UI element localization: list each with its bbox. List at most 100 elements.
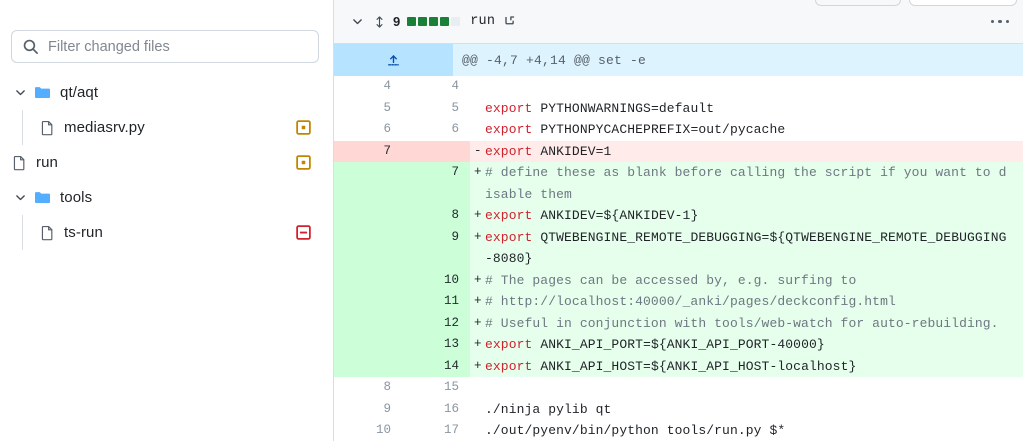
diff-panel: 9 run <box>333 0 1023 441</box>
code-line: ./out/pyenv/bin/python tools/run.py $* <box>484 420 1023 441</box>
diff-line-ctx[interactable]: 5 5 export PYTHONWARNINGS=default <box>334 97 1023 120</box>
diff-line-add[interactable]: 7+# define these as blank before calling… <box>334 162 1023 205</box>
copy-path-icon[interactable] <box>503 14 518 29</box>
chevron-down-icon[interactable] <box>346 15 368 28</box>
code-line: export PYTHONPYCACHEPREFIX=out/pycache <box>484 119 1023 141</box>
diff-file-name[interactable]: run <box>470 14 496 29</box>
filter-changed-files-box[interactable] <box>11 30 319 63</box>
line-number-old[interactable]: 4 <box>383 79 391 93</box>
line-number-new[interactable]: 4 <box>451 79 459 93</box>
code-token-kw: export <box>485 208 533 223</box>
kebab-menu-icon[interactable] <box>990 19 1009 24</box>
line-number-old[interactable]: 10 <box>375 423 391 437</box>
tree-item-label: tools <box>60 189 93 206</box>
code-token-kw: export <box>485 100 533 116</box>
line-number-new[interactable]: 12 <box>402 312 470 334</box>
code-token-pl: ANKI_API_HOST=${ANKI_API_HOST-localhost} <box>532 358 857 374</box>
tree-indent <box>0 215 40 250</box>
diff-line-ctx[interactable]: 8 15 <box>334 377 1023 399</box>
file-tree: qt/aqt mediasrv.py run tools ts-run <box>0 75 333 250</box>
line-number-old[interactable] <box>334 226 402 270</box>
line-number-old[interactable]: 8 <box>383 380 391 394</box>
status-icon-modified <box>296 120 311 135</box>
tree-item-label: run <box>36 154 58 171</box>
tree-item-folder-qt-aqt[interactable]: qt/aqt <box>0 75 333 110</box>
line-number-new[interactable]: 15 <box>443 380 459 394</box>
line-number-new[interactable]: 11 <box>402 291 470 313</box>
diff-line-add[interactable]: 13+export ANKI_API_PORT=${ANKI_API_PORT-… <box>334 334 1023 356</box>
diff-line-add[interactable]: 8+export ANKIDEV=${ANKIDEV-1} <box>334 205 1023 227</box>
expand-up-icon[interactable] <box>334 44 453 76</box>
diff-line-del[interactable]: 7-export ANKIDEV=1 <box>334 140 1023 162</box>
diff-line-add[interactable]: 9+export QTWEBENGINE_REMOTE_DEBUGGING=${… <box>334 226 1023 270</box>
file-icon <box>40 225 55 241</box>
tree-indent <box>0 110 40 145</box>
toolbar-button-right[interactable] <box>909 0 1017 6</box>
code-line: export PYTHONWARNINGS=default <box>484 98 1023 120</box>
diff-marker <box>470 399 484 421</box>
line-number-old[interactable]: 6 <box>383 122 391 136</box>
tree-indent <box>0 145 12 180</box>
diff-line-ctx[interactable]: 9 16 ./ninja pylib qt <box>334 398 1023 421</box>
line-number-old[interactable] <box>334 355 402 377</box>
line-number-old[interactable] <box>334 205 402 227</box>
line-number-new[interactable]: 16 <box>443 401 459 416</box>
line-number-new[interactable]: 7 <box>402 162 470 205</box>
tree-item-folder-tools[interactable]: tools <box>0 180 333 215</box>
line-number-new[interactable]: 13 <box>402 334 470 356</box>
diffstat-squares <box>407 17 461 26</box>
line-number-new[interactable]: 17 <box>443 423 459 437</box>
line-number-old[interactable] <box>334 162 402 205</box>
diff-line-ctx[interactable]: 6 6 export PYTHONPYCACHEPREFIX=out/pycache <box>334 119 1023 141</box>
line-number-old[interactable]: 9 <box>383 401 391 416</box>
line-number-new[interactable]: 5 <box>451 100 459 115</box>
diff-marker: + <box>474 294 482 308</box>
diff-marker: + <box>474 165 482 179</box>
diff-line-ctx[interactable]: 10 17 ./out/pyenv/bin/python tools/run.py … <box>334 420 1023 441</box>
tree-item-file-ts-run[interactable]: ts-run <box>0 215 333 250</box>
diff-file-header: 9 run <box>334 0 1023 44</box>
line-number-new[interactable]: 10 <box>402 269 470 291</box>
diff-line-add[interactable]: 11 +# http://localhost:40000/_anki/pages/… <box>334 291 1023 313</box>
tree-item-file-run[interactable]: run <box>0 145 333 180</box>
search-input[interactable] <box>48 38 308 55</box>
hunk-header-row: @@ -4,7 +4,14 @@ set -e <box>334 44 1023 76</box>
line-number-new[interactable]: 6 <box>451 122 459 136</box>
diffstat-square-added <box>429 17 439 26</box>
clipped-toolbar <box>815 0 1017 6</box>
diff-line-add[interactable]: 14+export ANKI_API_HOST=${ANKI_API_HOST-… <box>334 355 1023 377</box>
code-line: # http://localhost:40000/_anki/pages/dec… <box>484 291 1023 313</box>
code-token-cm: # The pages can be accessed by, e.g. sur… <box>485 272 857 288</box>
line-number-new[interactable]: 14 <box>402 355 470 377</box>
kebab-dot <box>990 19 994 24</box>
hunk-range-label: @@ -4,7 +4,14 @@ set -e <box>462 52 647 68</box>
toolbar-button-left[interactable] <box>815 0 901 6</box>
line-number-old[interactable] <box>334 291 402 313</box>
code-line: ./ninja pylib qt <box>484 399 1023 421</box>
code-token-kw: export <box>485 229 533 245</box>
diff-line-add[interactable]: 10+# The pages can be accessed by, e.g. … <box>334 269 1023 291</box>
line-number-old[interactable]: 5 <box>383 100 391 115</box>
chevron-down-icon[interactable] <box>12 86 28 99</box>
line-number-new[interactable]: 9 <box>402 226 470 270</box>
chevron-down-icon[interactable] <box>12 191 28 204</box>
diffstat-square-added <box>440 17 450 26</box>
search-icon <box>22 38 39 55</box>
diff-marker <box>470 119 484 141</box>
line-number-old[interactable] <box>334 334 402 356</box>
tree-indent <box>0 180 12 215</box>
tree-item-file-mediasrv-py[interactable]: mediasrv.py <box>0 110 333 145</box>
line-number-old[interactable] <box>334 312 402 334</box>
move-vertical-icon[interactable] <box>368 15 390 29</box>
line-number-old[interactable]: 7 <box>334 140 402 162</box>
tree-item-label: ts-run <box>64 224 103 241</box>
line-number-new[interactable] <box>402 140 470 162</box>
diff-line-add[interactable]: 12+# Useful in conjunction with tools/we… <box>334 312 1023 334</box>
line-number-new[interactable]: 8 <box>402 205 470 227</box>
line-number-old[interactable] <box>334 269 402 291</box>
code-token-pl: ./ninja pylib qt <box>485 401 612 417</box>
status-icon-modified <box>296 155 311 170</box>
